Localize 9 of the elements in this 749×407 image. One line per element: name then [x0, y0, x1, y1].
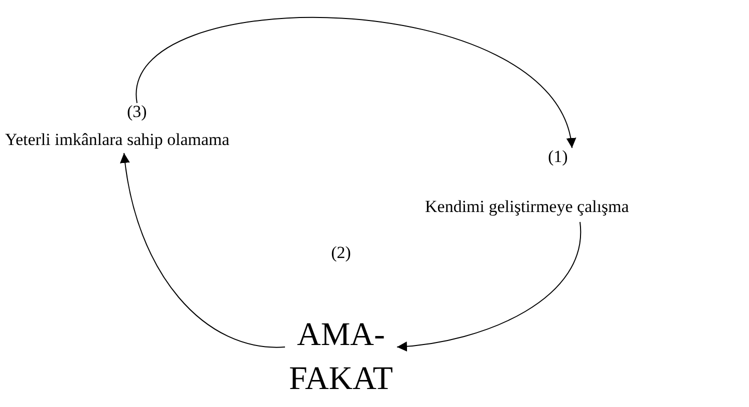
step-label: Kendimi geliştirmeye çalışma	[425, 196, 630, 218]
step-number: (2)	[330, 243, 352, 263]
curved-arrow	[396, 222, 581, 352]
curved-arrow	[136, 18, 574, 148]
step-number: (1)	[548, 148, 569, 166]
step-label: AMA- FAKAT	[288, 316, 394, 399]
step-label: Yeterli imkânlara sahip olamama	[5, 129, 230, 151]
step-number: (3)	[127, 103, 148, 121]
curved-arrow	[120, 152, 286, 348]
